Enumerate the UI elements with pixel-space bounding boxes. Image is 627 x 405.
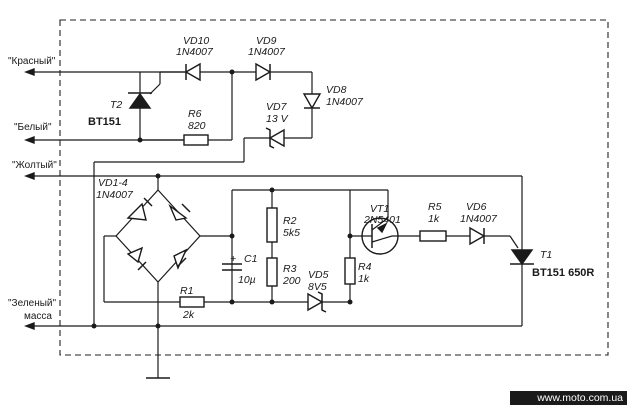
- diode-vd6: VD6 1N4007: [460, 201, 519, 249]
- resistor-r5: R5 1k: [419, 201, 470, 242]
- vd6-ref: VD6: [466, 201, 487, 213]
- vd9-ref: VD9: [256, 35, 277, 47]
- junction-node: [229, 233, 235, 239]
- t1-value: BT151 650R: [532, 267, 594, 279]
- resistor-r4: R4 1k: [344, 257, 372, 285]
- r4-value: 1k: [358, 273, 370, 285]
- terminal-red-label: "Красный": [8, 56, 56, 67]
- watermark: www.moto.com.ua: [537, 392, 623, 404]
- vd8-ref: VD8: [326, 84, 347, 96]
- t2-value: BT151: [88, 116, 121, 128]
- diode-vd8: VD8 1N4007: [302, 72, 364, 138]
- capacitor-c1: + C1 10µ: [222, 253, 257, 286]
- junction-node: [155, 323, 161, 329]
- resistor-r2: R2 5k5: [266, 207, 300, 243]
- vd5-value: 8V5: [308, 281, 327, 293]
- terminal-red: "Красный": [8, 56, 185, 77]
- vd7-value: 13 V: [266, 113, 289, 125]
- vd8-value: 1N4007: [326, 96, 364, 108]
- vd10-value: 1N4007: [176, 46, 214, 58]
- t1-ref: T1: [540, 249, 552, 261]
- r3-value: 200: [282, 275, 301, 287]
- terminal-green: "Зеленый" масса: [8, 298, 522, 331]
- resistor-r1: R1 2k: [179, 285, 350, 321]
- bridge-value: 1N4007: [96, 189, 134, 201]
- resistor-r3: R3 200: [266, 257, 301, 287]
- resistor-r6: R6 820: [140, 72, 233, 146]
- r2-value: 5k5: [283, 227, 300, 239]
- diode-bridge-vd1-4: VD1-4 1N4007: [96, 176, 232, 378]
- terminal-yellow: "Жолтый": [12, 160, 522, 181]
- bridge-ref: VD1-4: [98, 177, 128, 189]
- diode-vd10: VD10 1N4007: [160, 35, 232, 82]
- r1-value: 2k: [182, 309, 195, 321]
- r5-ref: R5: [428, 201, 442, 213]
- vt1-value: 2N5401: [363, 214, 401, 226]
- r1-ref: R1: [180, 285, 193, 297]
- r3-ref: R3: [283, 263, 297, 275]
- junction-node: [155, 173, 161, 179]
- r5-value: 1k: [428, 213, 440, 225]
- c1-ref: C1: [244, 253, 257, 265]
- c1-value: 10µ: [238, 274, 256, 286]
- transistor-vt1: VT1 2N5401: [350, 189, 420, 255]
- watermark-background: [510, 391, 627, 405]
- zener-vd7: VD7 13 V: [93, 101, 312, 326]
- junction-node: [229, 299, 235, 305]
- vd7-ref: VD7: [266, 101, 288, 113]
- diode-vd9: VD9 1N4007: [232, 35, 312, 82]
- t2-ref: T2: [110, 99, 122, 111]
- junction-node: [137, 137, 143, 143]
- vd6-value: 1N4007: [460, 213, 498, 225]
- vd9-value: 1N4007: [248, 46, 286, 58]
- terminal-ground-label: масса: [24, 311, 52, 322]
- junction-node: [347, 299, 353, 305]
- vd10-ref: VD10: [183, 35, 209, 47]
- junction-node: [91, 323, 97, 329]
- r6-value: 820: [188, 120, 206, 132]
- thyristor-t2: T2 BT151: [88, 72, 161, 140]
- module-enclosure: [59, 19, 609, 356]
- terminal-white-label: "Белый": [14, 122, 52, 133]
- terminal-green-label: "Зеленый": [8, 298, 57, 309]
- terminal-yellow-label: "Жолтый": [12, 160, 57, 171]
- r4-ref: R4: [358, 261, 372, 273]
- r2-ref: R2: [283, 215, 297, 227]
- r6-ref: R6: [188, 108, 202, 120]
- vt1-ref: VT1: [370, 203, 389, 215]
- c1-polarity: +: [230, 253, 236, 265]
- zener-vd5: VD5 8V5: [307, 269, 329, 313]
- vd5-ref: VD5: [308, 269, 329, 281]
- thyristor-t1: T1 BT151 650R: [510, 176, 594, 326]
